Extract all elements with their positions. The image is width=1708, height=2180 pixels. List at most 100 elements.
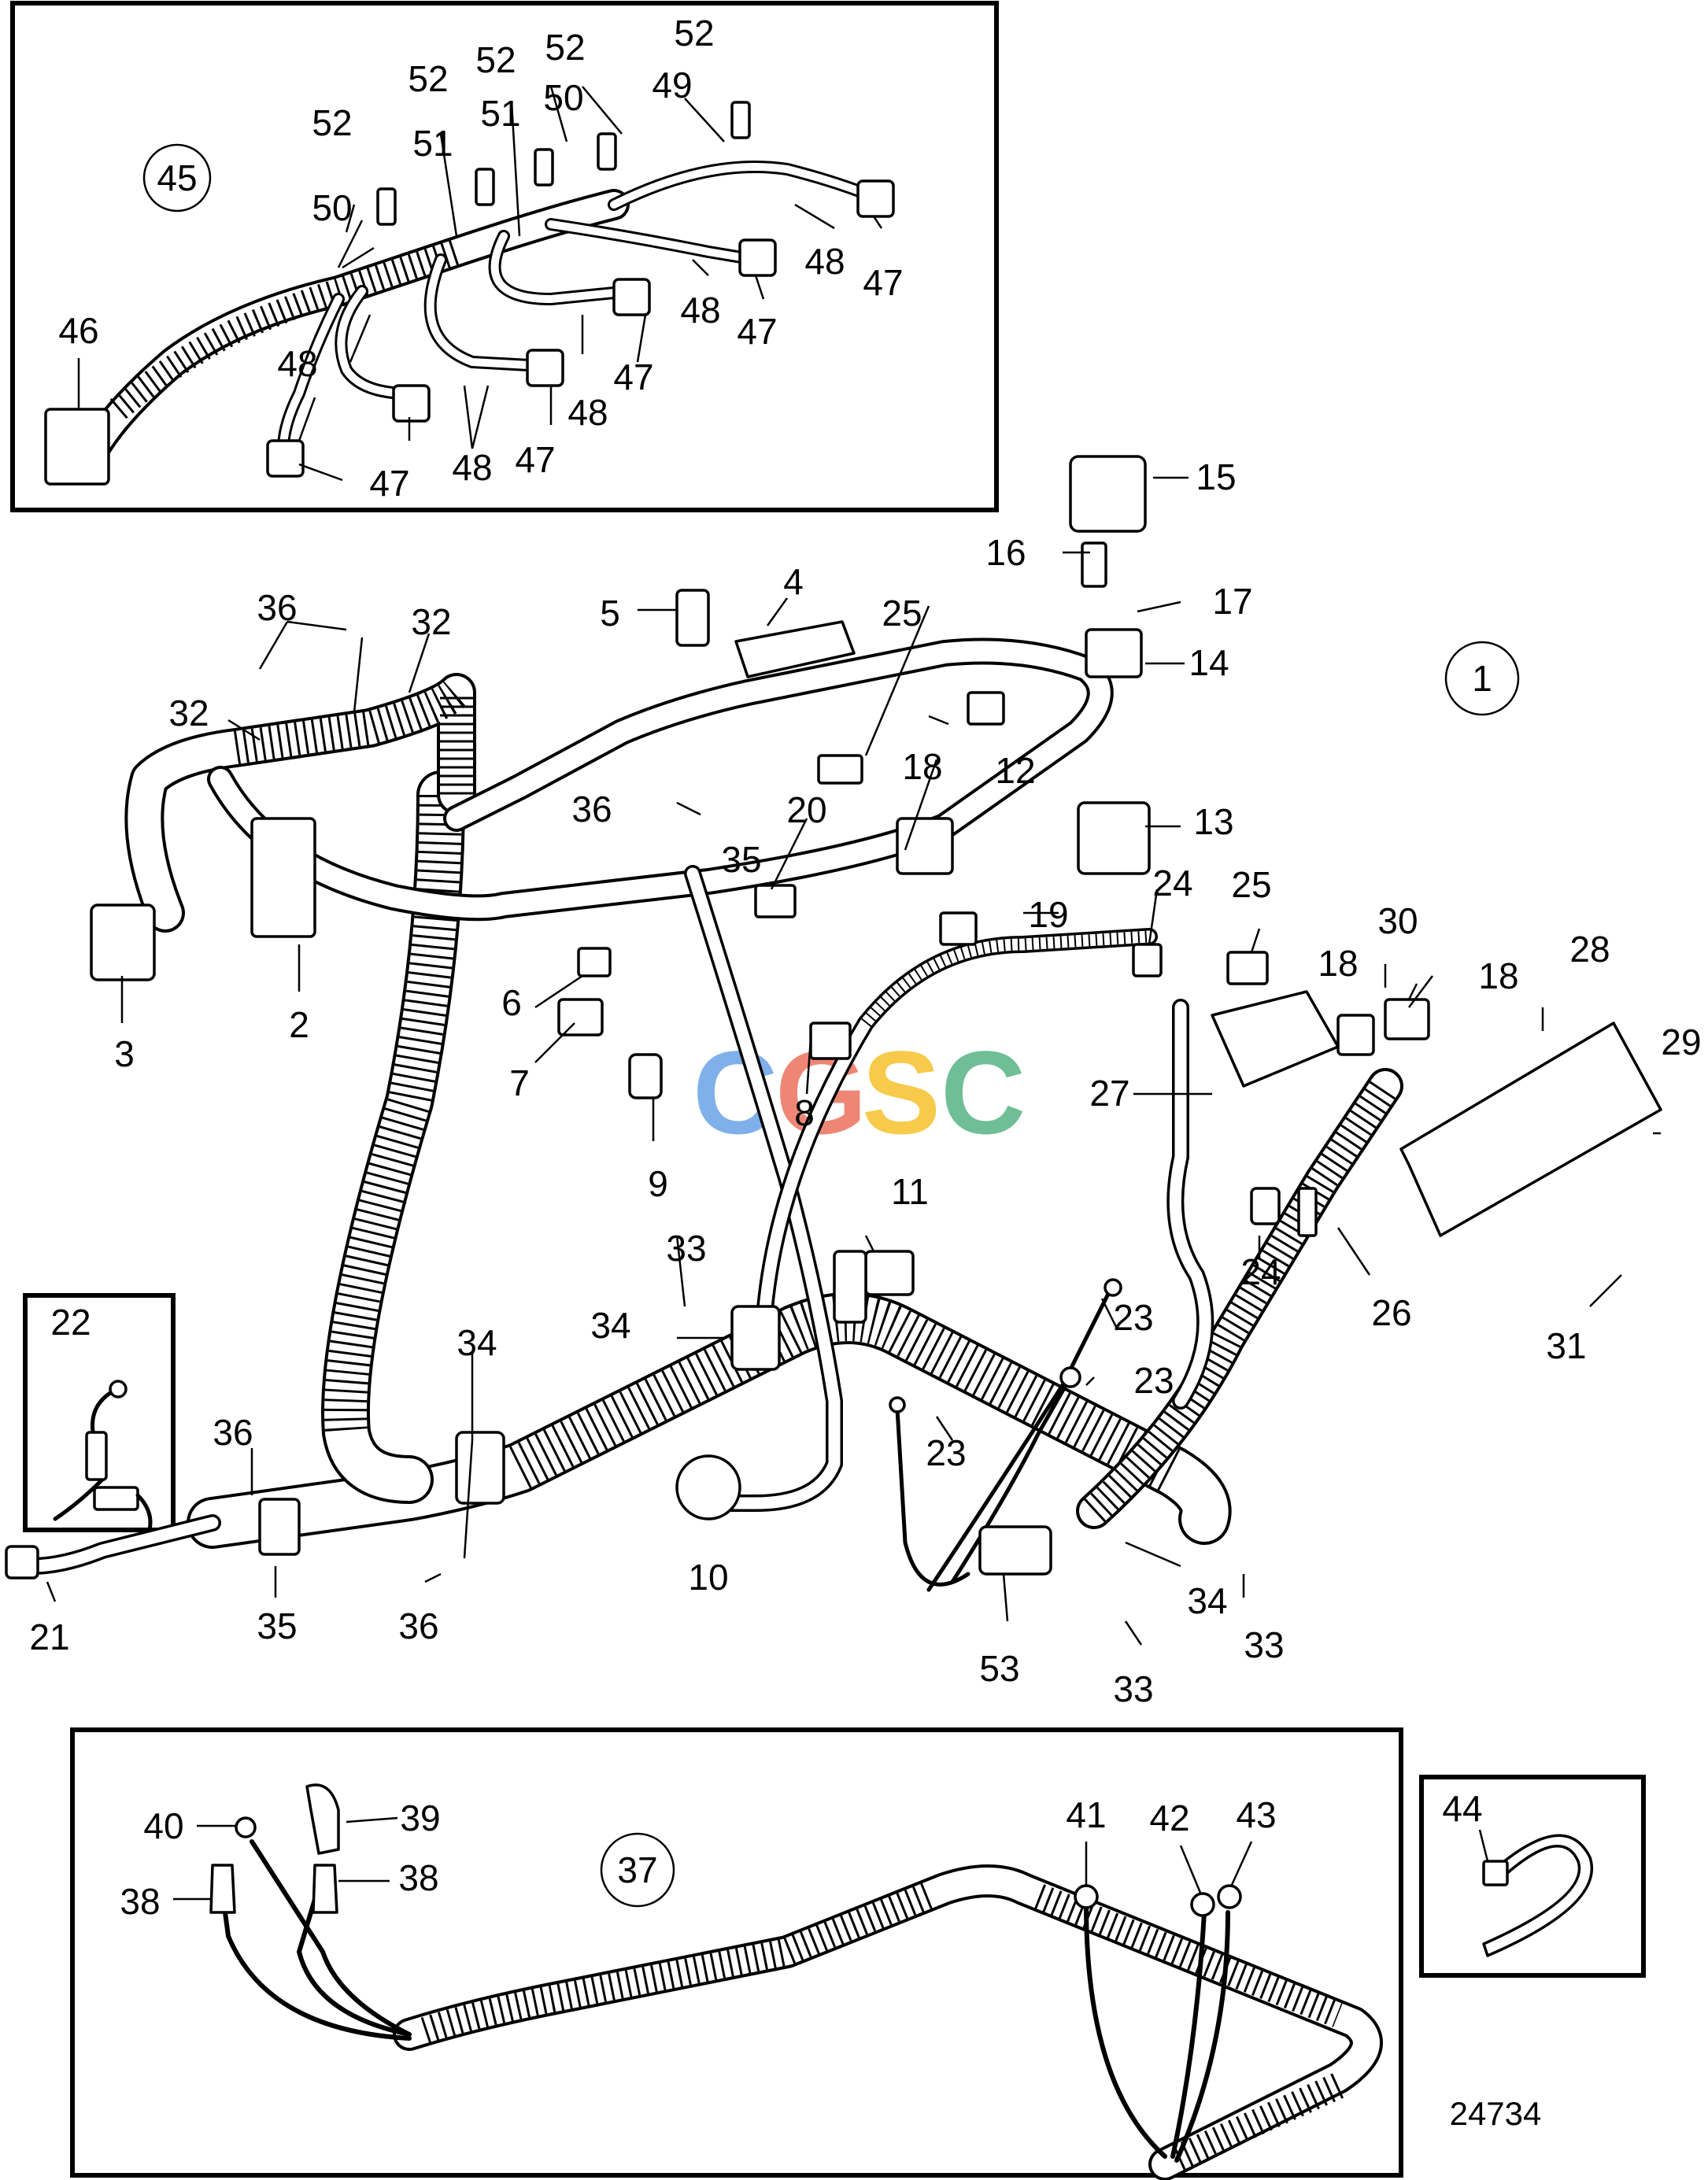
callout-12: 12 <box>995 750 1035 791</box>
callout-46: 46 <box>58 310 98 351</box>
callout-20: 20 <box>786 789 826 830</box>
callout-33-a: 33 <box>666 1228 706 1269</box>
callout-36-d: 36 <box>398 1605 438 1646</box>
inset-22-illustration <box>53 1380 153 1532</box>
callout-51-b: 51 <box>480 93 520 134</box>
callout-50-b: 50 <box>543 77 583 118</box>
callout-47-d: 47 <box>737 311 777 352</box>
callout-34-a: 34 <box>457 1322 497 1363</box>
callout-48-e: 48 <box>804 241 845 282</box>
callout-16: 16 <box>985 532 1026 573</box>
callout-44: 44 <box>1442 1788 1482 1829</box>
callout-32-b: 32 <box>411 601 451 642</box>
callout-49: 49 <box>652 65 692 105</box>
callout-41: 41 <box>1066 1794 1106 1835</box>
callout-35-b: 35 <box>721 839 761 880</box>
callout-47-b: 47 <box>515 439 555 480</box>
callout-34-c: 34 <box>1187 1580 1227 1621</box>
callout-39: 39 <box>400 1798 440 1838</box>
watermark-letter-4: C <box>941 1026 1026 1158</box>
callout-23-c: 23 <box>926 1432 966 1473</box>
callout-22: 22 <box>50 1302 91 1343</box>
callout-21: 21 <box>29 1617 69 1657</box>
callout-1: 1 <box>1472 658 1492 699</box>
callout-33-c: 33 <box>1244 1624 1284 1665</box>
callout-32-a: 32 <box>168 693 209 733</box>
leader-lines <box>46 86 1661 1901</box>
callout-19: 19 <box>1028 894 1068 935</box>
callout-48-a: 48 <box>277 343 317 384</box>
callout-28: 28 <box>1569 929 1610 970</box>
main-harness-illustration <box>5 455 1662 1592</box>
callout-52-a: 52 <box>312 102 352 143</box>
callout-38-b: 38 <box>398 1857 438 1898</box>
callout-17: 17 <box>1212 581 1252 622</box>
callout-45: 45 <box>157 157 197 198</box>
callout-48-d: 48 <box>680 290 720 331</box>
callout-50-a: 50 <box>312 187 352 228</box>
callout-53: 53 <box>979 1648 1019 1689</box>
callout-40: 40 <box>143 1805 183 1846</box>
callout-23-a: 23 <box>1113 1297 1153 1338</box>
callout-14: 14 <box>1189 642 1229 683</box>
callout-42: 42 <box>1149 1798 1189 1838</box>
callout-18-b: 18 <box>1318 943 1358 984</box>
callout-36-a: 36 <box>257 587 297 628</box>
callout-24-b: 24 <box>1240 1251 1281 1292</box>
callout-25-a: 25 <box>882 593 922 634</box>
inset-45-frame <box>10 1 999 512</box>
callout-47-e: 47 <box>863 262 903 303</box>
callout-10: 10 <box>688 1557 728 1598</box>
callout-31: 31 <box>1546 1325 1586 1366</box>
callout-36-b: 36 <box>571 789 612 830</box>
callout-5: 5 <box>600 593 620 634</box>
callout-23-b: 23 <box>1133 1360 1174 1401</box>
callout-48-b: 48 <box>452 447 492 488</box>
callout-circles <box>142 143 1520 1908</box>
callout-2: 2 <box>289 1004 309 1045</box>
callout-18-a: 18 <box>902 746 942 787</box>
callout-52-e: 52 <box>674 13 714 54</box>
callout-circle-45 <box>142 143 212 212</box>
callout-33-b: 33 <box>1113 1668 1153 1709</box>
callout-6: 6 <box>501 982 522 1023</box>
callout-circle-1 <box>1444 641 1520 716</box>
callout-3: 3 <box>114 1033 135 1074</box>
callout-48-c: 48 <box>567 392 608 433</box>
callout-34-b: 34 <box>590 1305 630 1346</box>
callout-9: 9 <box>648 1163 668 1204</box>
inset-37-frame <box>70 1727 1403 2178</box>
callout-27: 27 <box>1089 1073 1129 1114</box>
inset-44-frame <box>1419 1775 1646 1978</box>
callout-47-a: 47 <box>369 463 409 504</box>
callout-43: 43 <box>1236 1794 1276 1835</box>
callout-11: 11 <box>891 1171 929 1212</box>
callout-30: 30 <box>1377 900 1418 941</box>
callout-29: 29 <box>1661 1022 1701 1062</box>
inset-44-illustration <box>1482 1834 1594 1957</box>
callout-38-a: 38 <box>120 1881 160 1922</box>
callout-36-c: 36 <box>213 1412 253 1453</box>
callout-4: 4 <box>783 561 804 602</box>
callout-25-b: 25 <box>1231 864 1271 905</box>
callout-51-a: 51 <box>412 123 453 164</box>
inset-45-illustration <box>44 101 895 486</box>
callout-labels: 45 46 47 47 47 47 47 48 48 48 48 48 49 5… <box>29 13 1701 2132</box>
inset-22-frame <box>23 1293 176 1532</box>
callout-13: 13 <box>1193 801 1233 842</box>
callout-26: 26 <box>1371 1292 1411 1333</box>
callout-52-d: 52 <box>545 27 585 68</box>
callout-8: 8 <box>794 1092 815 1133</box>
callout-24-a: 24 <box>1152 863 1192 903</box>
callout-52-c: 52 <box>475 39 516 80</box>
inset-37-illustration <box>209 1783 1383 2180</box>
callout-7: 7 <box>509 1062 530 1103</box>
callout-47-c: 47 <box>613 357 653 397</box>
figure-number: 24734 <box>1450 2095 1542 2132</box>
watermark-letter-3: S <box>862 1026 941 1158</box>
callout-52-b: 52 <box>408 58 448 99</box>
callout-circle-37 <box>600 1832 675 1908</box>
callout-15: 15 <box>1196 456 1236 497</box>
callout-37: 37 <box>617 1849 657 1890</box>
